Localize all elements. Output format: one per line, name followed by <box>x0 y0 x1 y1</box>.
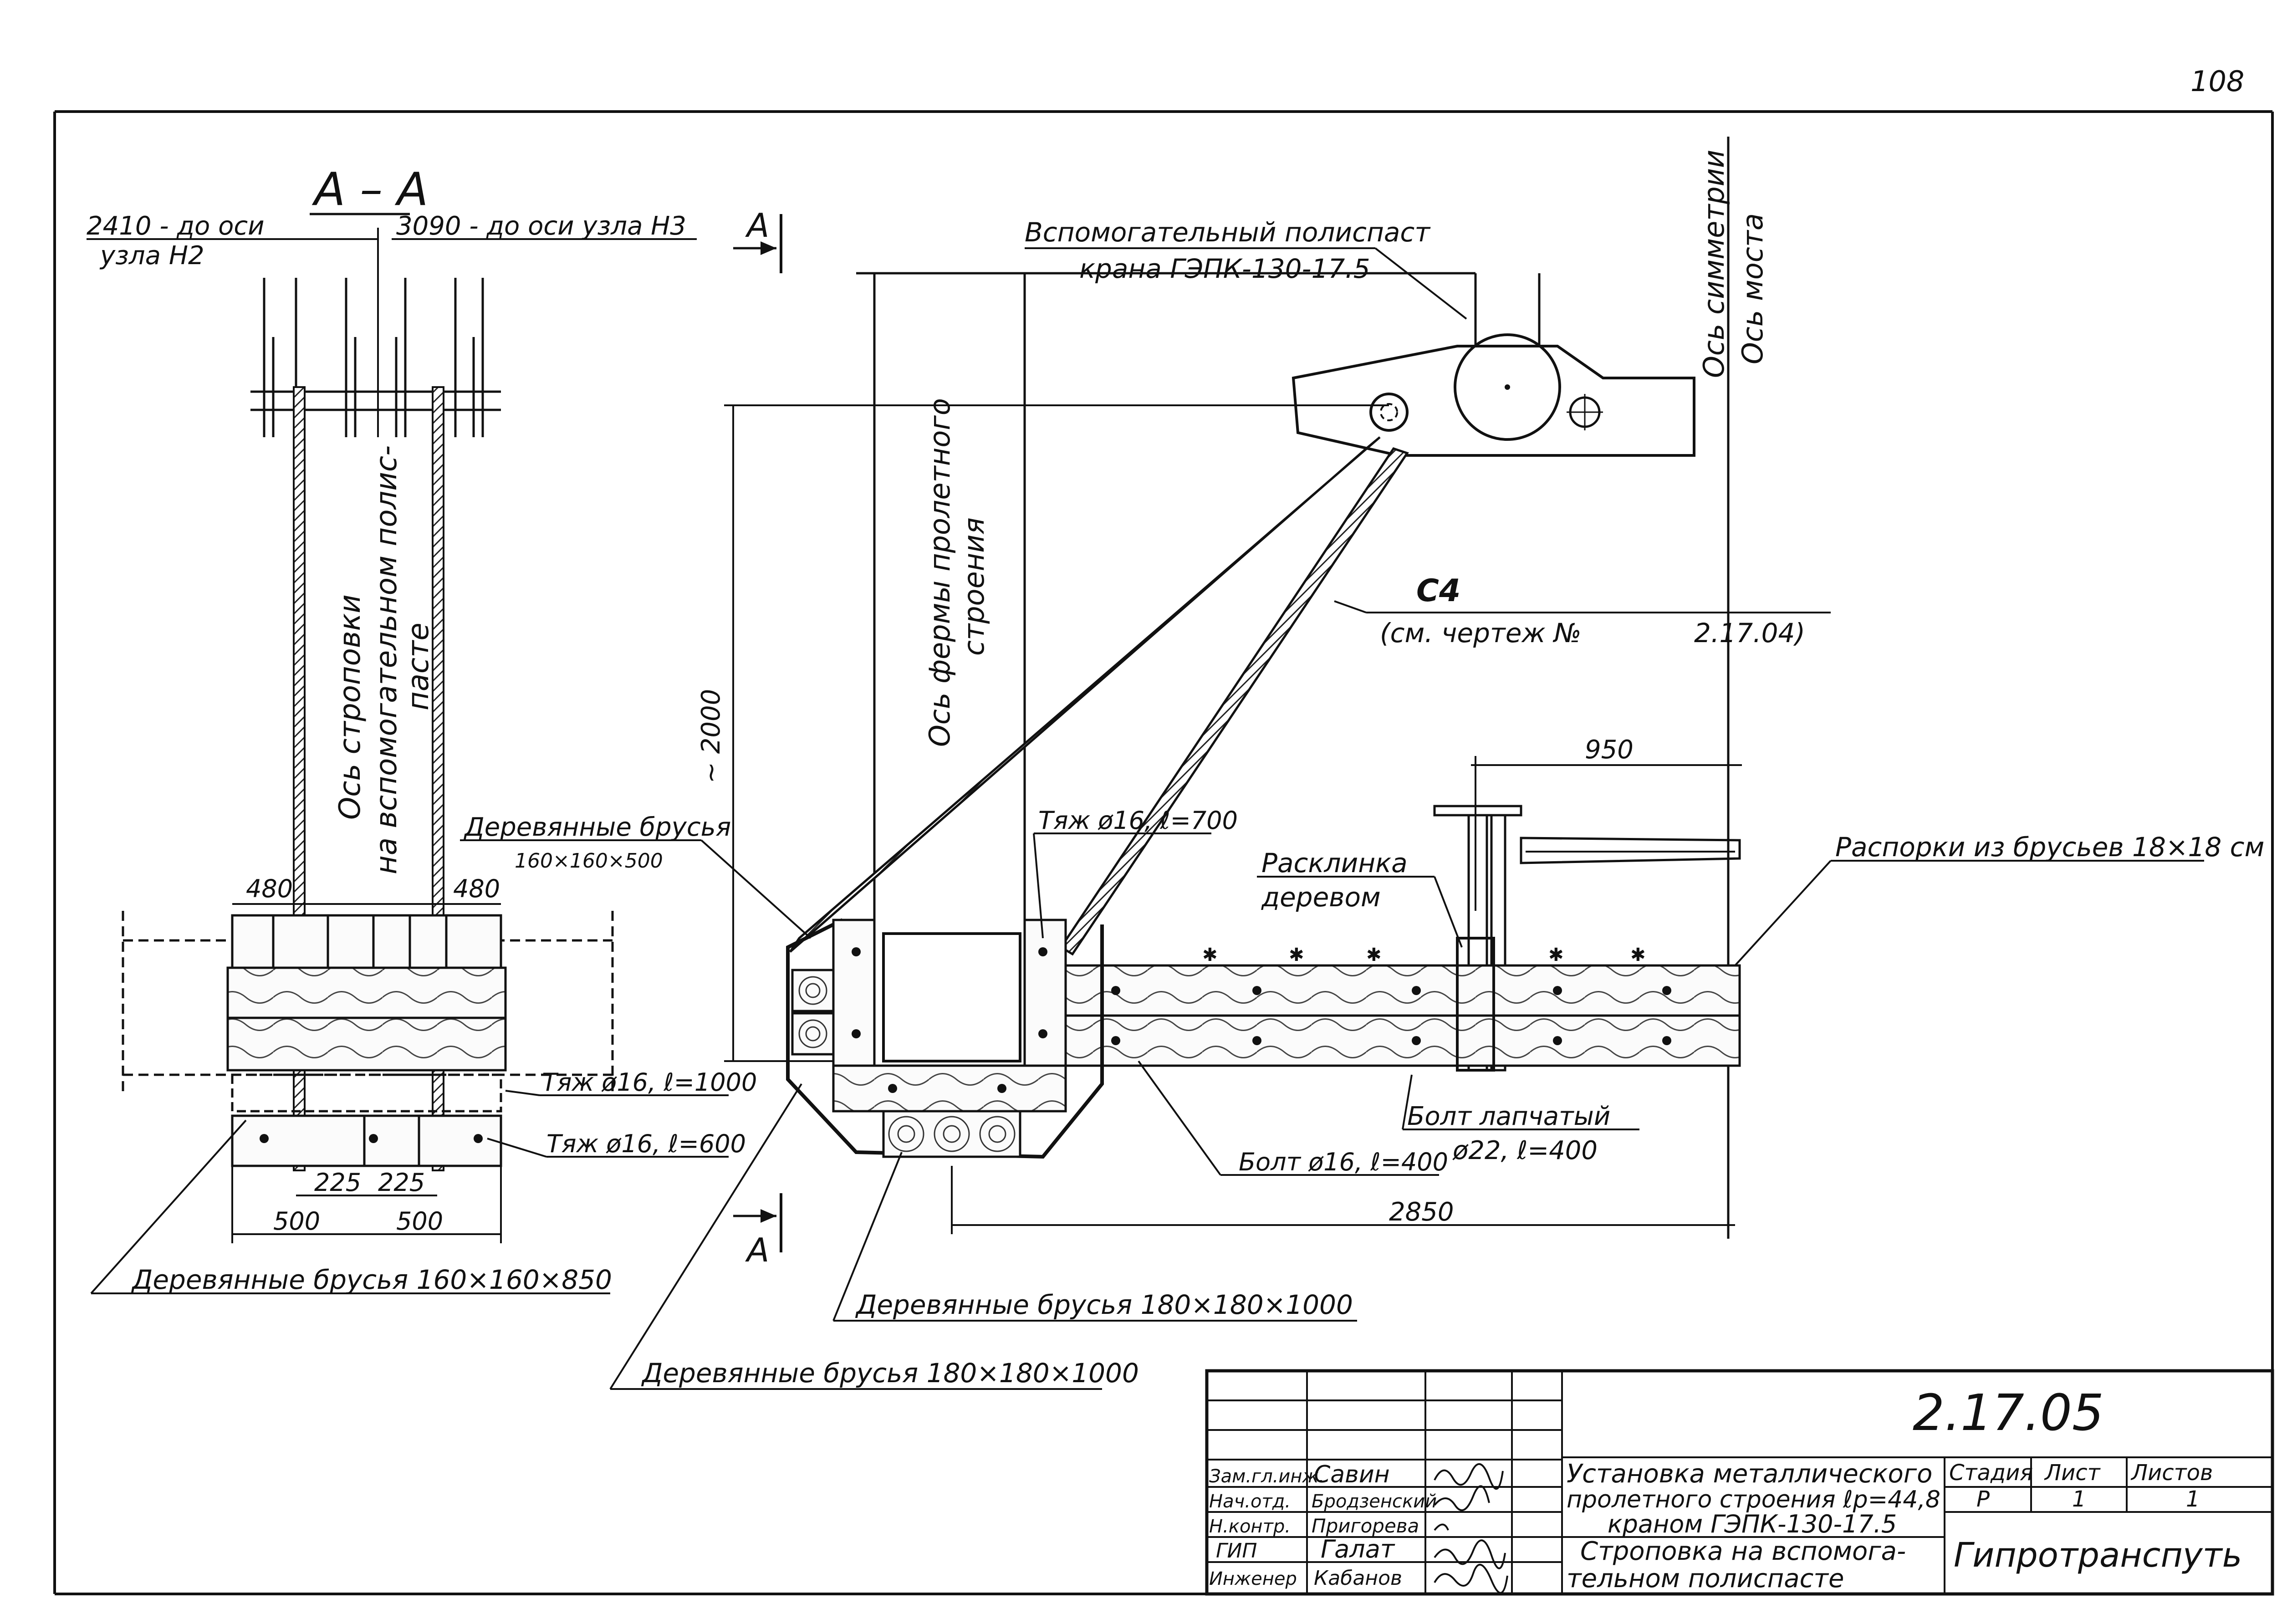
doc-number: 2.17.05 <box>1913 1384 2104 1442</box>
dim-to-axis-h2-line2: узла Н2 <box>99 241 204 271</box>
sling-axis-line2: на вспомогательном полис- <box>370 445 403 874</box>
tie-1000-label: Тяж ø16, ℓ=1000 <box>542 1068 757 1097</box>
svg-text:✱: ✱ <box>1630 945 1646 965</box>
sheets-header: Листов <box>2130 1460 2213 1486</box>
sheets-value: 1 <box>2186 1486 2200 1512</box>
sheet-value: 1 <box>2072 1486 2086 1512</box>
svg-text:✱: ✱ <box>1202 945 1218 965</box>
dim-to-axis-h2-line1: 2410 - до оси <box>87 211 265 241</box>
name-4: Галат <box>1321 1535 1395 1563</box>
dim-2850: 2850 <box>1389 1197 1454 1227</box>
role-2: Нач.отд. <box>1209 1491 1291 1512</box>
truss-axis-line2: строения <box>957 517 990 656</box>
bridge-axis-label: Ось моста <box>1736 213 1769 364</box>
tie-600-label: Тяж ø16, ℓ=600 <box>546 1129 746 1158</box>
symmetry-axis-label: Ось симметрии <box>1697 150 1731 378</box>
dim-480-left: 480 <box>246 874 293 903</box>
svg-text:✱: ✱ <box>1548 945 1564 965</box>
dim-950: 950 <box>1585 735 1634 765</box>
dim-225-left: 225 <box>314 1168 361 1197</box>
role-5: Инженер <box>1209 1568 1297 1589</box>
name-5: Кабанов <box>1314 1567 1402 1590</box>
dim-225-right: 225 <box>378 1168 425 1197</box>
section-letter-bottom: А <box>745 1231 769 1269</box>
role-4: ГИП <box>1216 1539 1257 1563</box>
dim-500-left: 500 <box>273 1207 320 1236</box>
struts-label: Распорки из брусьев 18×18 см <box>1835 832 2264 863</box>
dim-to-axis-h3: 3090 - до оси узла Н3 <box>396 211 686 241</box>
name-2: Бродзенский <box>1312 1491 1437 1512</box>
name-1: Савин <box>1314 1461 1390 1488</box>
subtitle-line1: Строповка на вспомога- <box>1580 1537 1906 1566</box>
role-3: Н.контр. <box>1209 1516 1291 1537</box>
section-letter-top: А <box>745 206 769 245</box>
sheet-number: 108 <box>2190 65 2244 98</box>
title-block: 2.17.05 Зам.гл.инж. Нач.отд. Н.контр. ГИ… <box>1205 1369 2274 1596</box>
beams-180-a-label: Деревянные брусья 180×180×1000 <box>855 1289 1353 1320</box>
dim-480-right: 480 <box>453 874 500 903</box>
stage-header: Стадия <box>1949 1460 2033 1486</box>
aux-hoist-line1: Вспомогательный полиспаст <box>1025 217 1431 248</box>
title-line1: Установка металлического <box>1567 1459 1932 1489</box>
svg-text:✱: ✱ <box>1289 945 1304 965</box>
dim-2000: ~ 2000 <box>696 689 726 783</box>
subtitle-line2: тельном полиспасте <box>1567 1564 1844 1593</box>
bolt-paw-line2: ø22, ℓ=400 <box>1452 1136 1598 1165</box>
name-3: Пригорева <box>1312 1515 1419 1537</box>
title-line2: пролетного строения ℓр=44,8 <box>1567 1486 1940 1513</box>
front-elevation-view: А А Ось фермы пролетного строения Ось си… <box>460 137 2264 1390</box>
title-line3: краном ГЭПК-130-17.5 <box>1608 1510 1897 1538</box>
wedging-line1: Расклинка <box>1261 848 1408 878</box>
sheet-header: Лист <box>2044 1460 2101 1486</box>
sheet-frame <box>53 110 2274 1595</box>
section-a-a-view: А – А 2410 - до оси узла Н2 3090 - до ос… <box>87 163 757 1295</box>
truss-axis-line1: Ось фермы пролетного <box>923 398 956 747</box>
wedging-line2: деревом <box>1261 882 1381 913</box>
sling-axis-line1: Ось строповки <box>333 594 367 820</box>
bolt-paw-line1: Болт лапчатый <box>1407 1102 1610 1131</box>
beams-160-500-line1: Деревянные брусья <box>463 812 731 842</box>
bolt-16-label: Болт ø16, ℓ=400 <box>1239 1148 1448 1176</box>
section-mark: А – А <box>311 163 428 216</box>
c4-ref-line1: (см. чертеж № <box>1380 618 1581 649</box>
aux-hoist-line2: крана ГЭПК-130-17.5 <box>1079 253 1370 284</box>
beams-160-850-label: Деревянные брусья 160×160×850 <box>131 1264 612 1295</box>
beams-180-b-label: Деревянные брусья 180×180×1000 <box>641 1358 1139 1389</box>
organization: Гипротранспуть <box>1954 1536 2242 1575</box>
beams-160-500-line2: 160×160×500 <box>515 849 663 873</box>
dim-500-right: 500 <box>396 1207 443 1236</box>
signatures <box>1434 1463 1508 1594</box>
role-1: Зам.гл.инж. <box>1209 1466 1324 1487</box>
tie-700-label: Тяж ø16, ℓ=700 <box>1038 806 1238 835</box>
stage-value: Р <box>1976 1486 1990 1512</box>
svg-text:✱: ✱ <box>1366 945 1382 965</box>
sling-axis-line3: пасте <box>402 623 435 710</box>
c4-label: С4 <box>1416 573 1460 609</box>
c4-ref-line2: 2.17.04) <box>1694 618 1805 649</box>
